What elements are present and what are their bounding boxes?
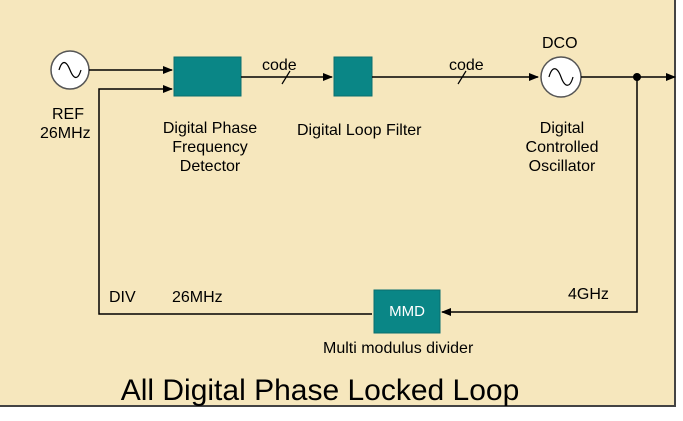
dco-top-label: DCO bbox=[542, 35, 578, 52]
div-signal-label: DIV bbox=[109, 289, 136, 306]
diagram-title: All Digital Phase Locked Loop bbox=[120, 374, 520, 407]
dco-label-line-3: Oscillator bbox=[528, 158, 596, 175]
pfd-label-line-2: Frequency bbox=[172, 139, 248, 156]
bus-slash-2 bbox=[457, 70, 467, 85]
dco-oscillator-icon bbox=[540, 56, 582, 98]
dco-label-line-1: Digital bbox=[539, 120, 585, 137]
pfd-label: Digital Phase Frequency Detector bbox=[130, 119, 290, 176]
dco-label-line-2: Controlled bbox=[525, 139, 599, 156]
feedback-wire bbox=[98, 85, 372, 315]
mmd-block bbox=[373, 289, 441, 334]
dco-label: Digital Controlled Oscillator bbox=[500, 119, 624, 176]
mmd-block-label: MMD bbox=[389, 303, 425, 320]
ref-oscillator-icon bbox=[50, 50, 90, 90]
bus-slash-1 bbox=[281, 70, 291, 85]
loop-filter-label: Digital Loop Filter bbox=[297, 122, 422, 139]
code-signal-label-1: code bbox=[262, 57, 297, 74]
pfd-block bbox=[173, 56, 242, 97]
output-to-mmd-wire bbox=[441, 77, 638, 316]
loop-filter-block bbox=[333, 56, 373, 97]
pfd-label-line-3: Detector bbox=[179, 158, 241, 175]
ref-frequency-label: 26MHz bbox=[40, 125, 91, 142]
mmd-caption: Multi modulus divider bbox=[323, 340, 474, 357]
code-signal-label-2: code bbox=[449, 57, 484, 74]
output-frequency-label: 4GHz bbox=[568, 286, 609, 303]
ref-label: REF bbox=[52, 106, 84, 123]
div-frequency-label: 26MHz bbox=[172, 289, 223, 306]
pfd-label-line-1: Digital Phase bbox=[162, 120, 258, 137]
